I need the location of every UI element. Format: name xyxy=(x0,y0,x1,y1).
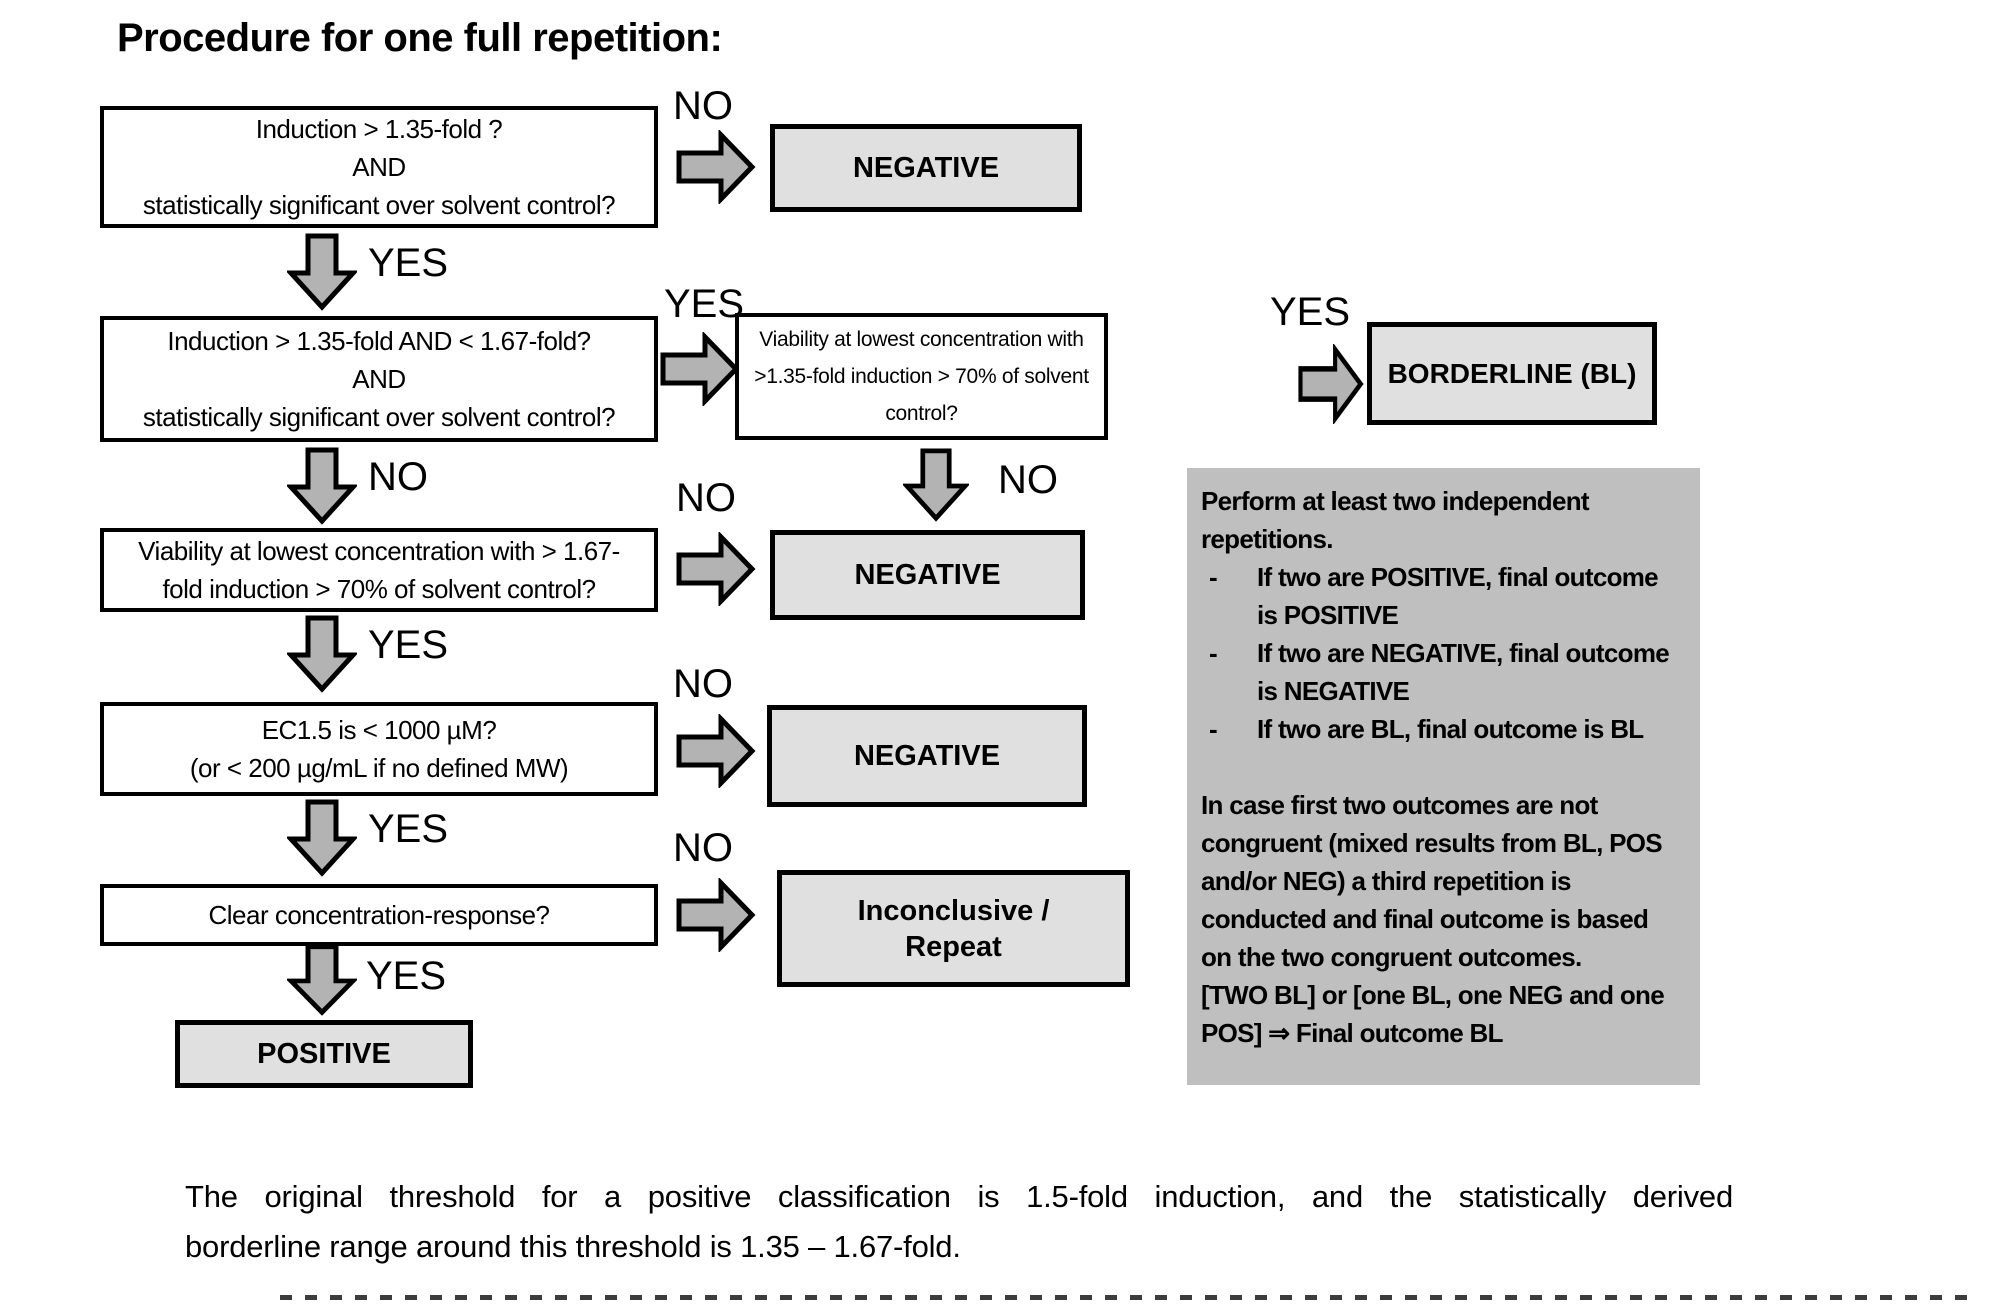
label-q4-yes: YES xyxy=(368,807,449,851)
arrow-down-q5-yes-icon xyxy=(287,944,357,1016)
bullet-dash: - xyxy=(1209,714,1218,744)
decision-induction-135-167: Induction > 1.35-fold AND < 1.67-fold? A… xyxy=(100,316,658,442)
decision-line: AND xyxy=(352,152,406,182)
page-title: Procedure for one full repetition: xyxy=(117,16,723,60)
label-q6-no: NO xyxy=(998,458,1058,502)
decision-line: Viability at lowest concentration with >… xyxy=(138,536,620,566)
bottom-dashed-line xyxy=(280,1295,1970,1300)
footnote: The original threshold for a positive cl… xyxy=(185,1172,1733,1272)
label-q6-yes: YES xyxy=(1270,290,1351,334)
repetitions-info-panel: Perform at least two independent repetit… xyxy=(1187,468,1700,1085)
label-q3-no: NO xyxy=(676,476,736,520)
label-q1-no: NO xyxy=(673,84,733,128)
decision-ec15: EC1.5 is < 1000 µM? (or < 200 µg/mL if n… xyxy=(100,702,658,796)
decision-line: >1.35-fold induction > 70% of solvent xyxy=(754,365,1089,388)
arrow-right-q5-no-icon xyxy=(676,878,756,952)
label-q1-yes: YES xyxy=(368,241,449,285)
outcome-positive: POSITIVE xyxy=(175,1020,473,1088)
label-q5-no: NO xyxy=(673,826,733,870)
decision-line: EC1.5 is < 1000 µM? xyxy=(261,715,497,745)
outcome-negative-low: NEGATIVE xyxy=(767,705,1087,807)
panel-rule: [TWO BL] or [one BL, one NEG and one POS… xyxy=(1201,980,1665,1048)
arrow-right-q4-no-icon xyxy=(676,714,756,788)
panel-intro: Perform at least two independent repetit… xyxy=(1201,486,1590,554)
arrow-down-q3-yes-icon xyxy=(287,615,357,693)
arrow-down-q2-no-icon xyxy=(287,447,357,525)
arrow-right-q1-no-icon xyxy=(676,130,756,204)
decision-line: statistically significant over solvent c… xyxy=(142,190,616,220)
arrow-down-q1-yes-icon xyxy=(287,233,357,311)
bullet-dash: - xyxy=(1209,638,1218,668)
arrow-right-q6-yes-icon xyxy=(1298,344,1364,424)
label-q2-yes: YES xyxy=(664,282,745,326)
footnote-line: borderline range around this threshold i… xyxy=(185,1229,961,1264)
decision-line: Viability at lowest concentration with xyxy=(759,328,1084,351)
arrow-right-q2-yes-icon xyxy=(660,332,740,406)
panel-paragraph: In case first two outcomes are not congr… xyxy=(1201,790,1663,972)
outcome-negative-top: NEGATIVE xyxy=(770,124,1082,212)
decision-line: Induction > 1.35-fold ? xyxy=(255,114,503,144)
footnote-line: The original threshold for a positive cl… xyxy=(185,1179,1733,1214)
arrow-right-q3-no-icon xyxy=(676,532,756,606)
label-q4-no: NO xyxy=(673,662,733,706)
panel-bullet: - If two are POSITIVE, final outcome is … xyxy=(1201,558,1684,634)
decision-line: Induction > 1.35-fold AND < 1.67-fold? xyxy=(167,326,591,356)
label-q2-no: NO xyxy=(368,455,428,499)
decision-line: control? xyxy=(885,402,958,425)
decision-line: fold induction > 70% of solvent control? xyxy=(162,574,596,604)
outcome-negative-mid: NEGATIVE xyxy=(770,530,1085,620)
outcome-borderline: BORDERLINE (BL) xyxy=(1367,322,1657,425)
decision-line: (or < 200 µg/mL if no defined MW) xyxy=(189,753,569,783)
bullet-dash: - xyxy=(1209,562,1218,592)
outcome-inconclusive: Inconclusive / Repeat xyxy=(777,870,1130,987)
decision-viability-167: Viability at lowest concentration with >… xyxy=(100,528,658,612)
decision-line: AND xyxy=(352,364,406,394)
arrow-down-q4-yes-icon xyxy=(287,799,357,877)
decision-concentration-response: Clear concentration-response? xyxy=(100,884,658,946)
decision-line: statistically significant over solvent c… xyxy=(142,402,616,432)
label-q3-yes: YES xyxy=(368,623,449,667)
decision-viability-135: Viability at lowest concentration with >… xyxy=(735,313,1108,440)
label-q5-yes: YES xyxy=(366,954,447,998)
decision-line: Clear concentration-response? xyxy=(208,900,550,930)
panel-bullet: - If two are BL, final outcome is BL xyxy=(1201,710,1684,748)
arrow-down-q6-no-icon xyxy=(903,448,969,522)
decision-induction-135: Induction > 1.35-fold ? AND statisticall… xyxy=(100,106,658,228)
panel-bullet: - If two are NEGATIVE, final outcome is … xyxy=(1201,634,1684,710)
